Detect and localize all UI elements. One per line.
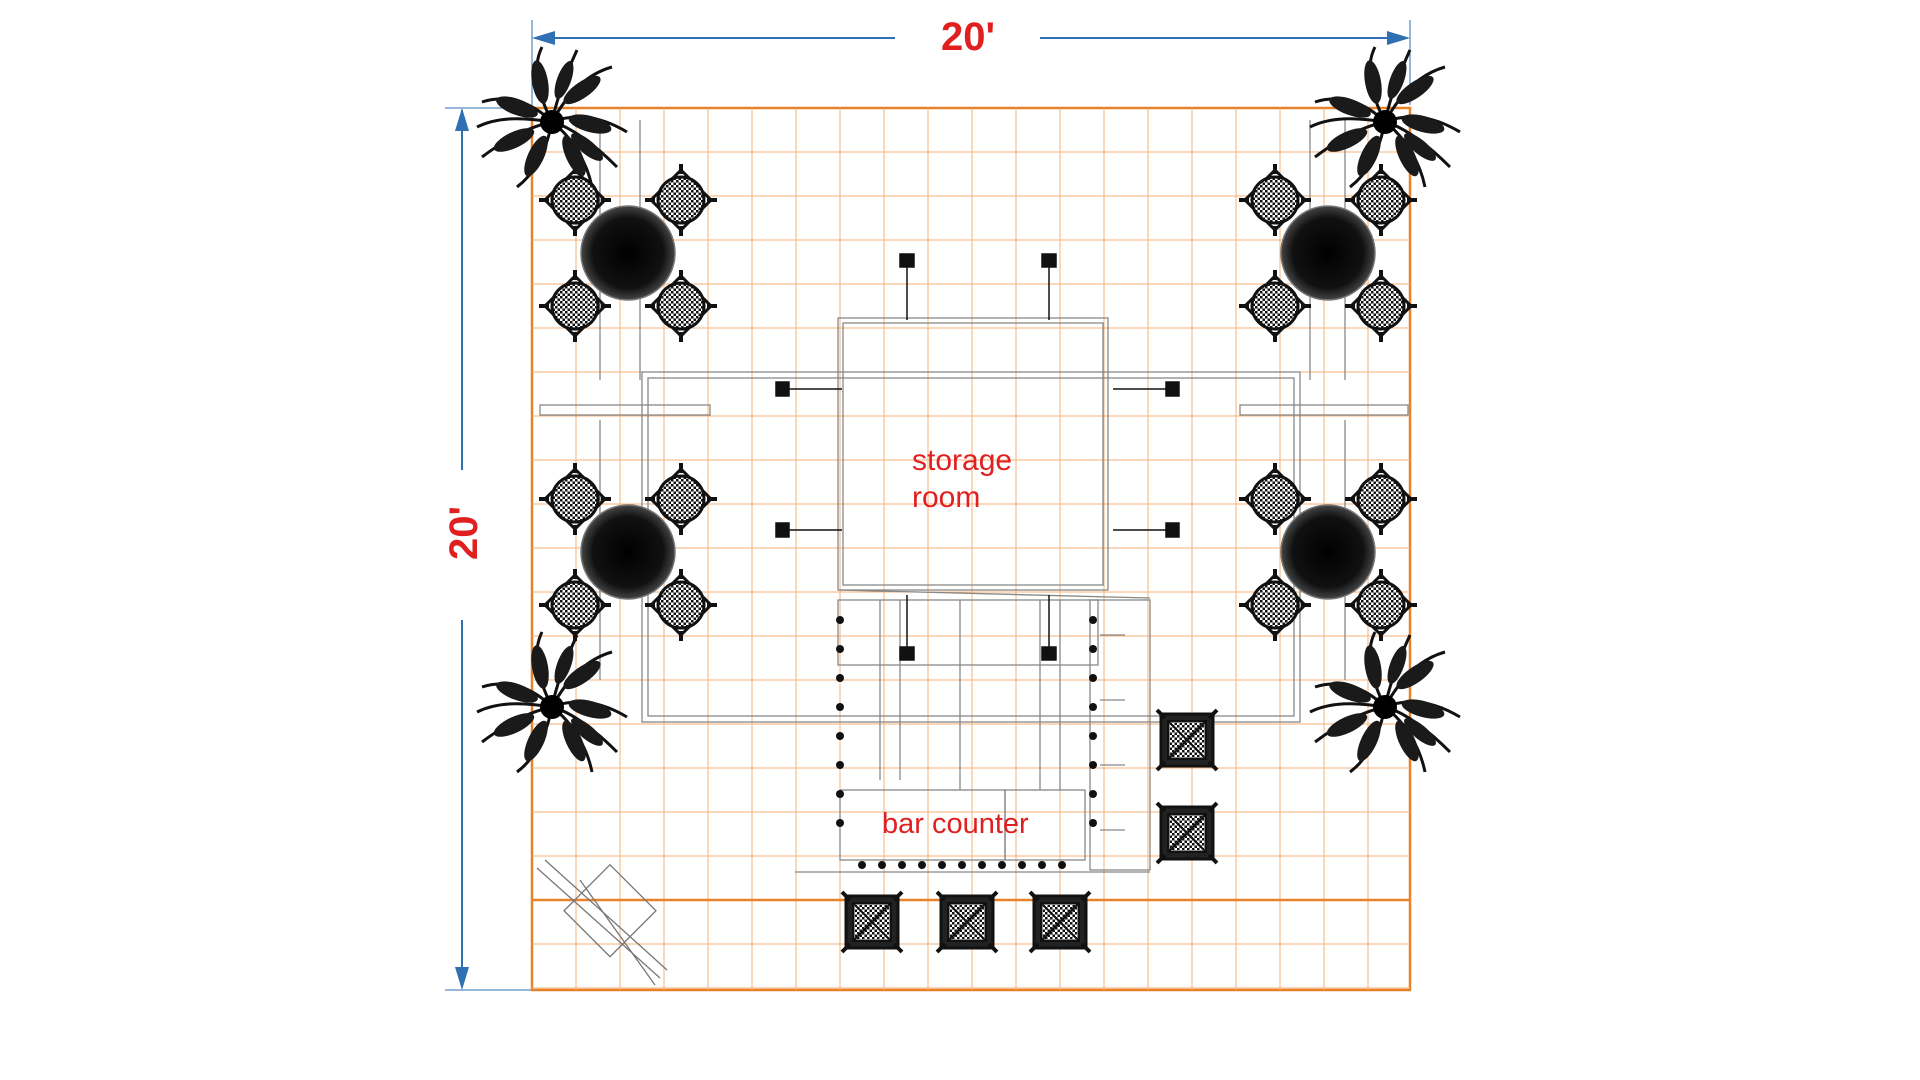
bar-stool-icon [1155, 801, 1219, 865]
counter-dot [858, 861, 866, 869]
round-table-icon [1280, 504, 1376, 600]
counter-dot [1089, 790, 1097, 798]
round-table-icon [580, 205, 676, 301]
counter-dot [836, 674, 844, 682]
height-dimension-label: 20' [442, 506, 486, 560]
counter-dot [1058, 861, 1066, 869]
counter-dot [918, 861, 926, 869]
spotlight-icon [775, 381, 842, 397]
counter-dot [836, 732, 844, 740]
bar-stool-icon [1155, 708, 1219, 772]
spotlight-icon [1041, 595, 1057, 661]
bar-stool-icon [840, 890, 904, 954]
spotlight-icon [899, 595, 915, 661]
counter-dot [878, 861, 886, 869]
counter-dot [1089, 674, 1097, 682]
seating-group [1237, 461, 1419, 643]
bar-counter-label: bar counter [882, 808, 1029, 840]
arrow-right-icon [1387, 31, 1410, 45]
round-table-icon [580, 504, 676, 600]
counter-dot [836, 645, 844, 653]
spotlight-icon [1041, 253, 1057, 320]
counter-dot [836, 790, 844, 798]
bar-stool-icon [1028, 890, 1092, 954]
counter-dot [1089, 703, 1097, 711]
spotlight-icon [1113, 381, 1180, 397]
left-dimension [445, 107, 535, 991]
counter-dot [1038, 861, 1046, 869]
counter-dot [1089, 761, 1097, 769]
bar-counter-dots [836, 616, 1097, 869]
counter-dot [1089, 819, 1097, 827]
counter-dot [836, 703, 844, 711]
counter-dot [836, 616, 844, 624]
seating-group [1237, 162, 1419, 344]
seating-group [537, 162, 719, 344]
counter-dot [938, 861, 946, 869]
counter-dot [1018, 861, 1026, 869]
spotlight-icon [1113, 522, 1180, 538]
top-dimension [531, 20, 1411, 105]
spotlight-icon [775, 522, 842, 538]
counter-dot [1089, 732, 1097, 740]
counter-dot [1089, 616, 1097, 624]
counter-dot [1089, 645, 1097, 653]
seating-group [537, 461, 719, 643]
entrance-door [536, 859, 668, 986]
arrow-down-icon [455, 967, 469, 990]
counter-dot [836, 819, 844, 827]
arrow-left-icon [532, 31, 555, 45]
counter-dot [898, 861, 906, 869]
counter-dot [998, 861, 1006, 869]
storage-room-label-line1: storage [912, 444, 1012, 477]
floor-grid [530, 106, 1412, 992]
spotlight-icon [899, 253, 915, 320]
round-table-icon [1280, 205, 1376, 301]
counter-dot [978, 861, 986, 869]
counter-dot [836, 761, 844, 769]
spotlights [775, 253, 1180, 661]
storage-room-label-line2: room [912, 481, 980, 514]
width-dimension-label: 20' [941, 15, 995, 59]
arrow-up-icon [455, 108, 469, 131]
counter-dot [958, 861, 966, 869]
bar-stool-icon [935, 890, 999, 954]
